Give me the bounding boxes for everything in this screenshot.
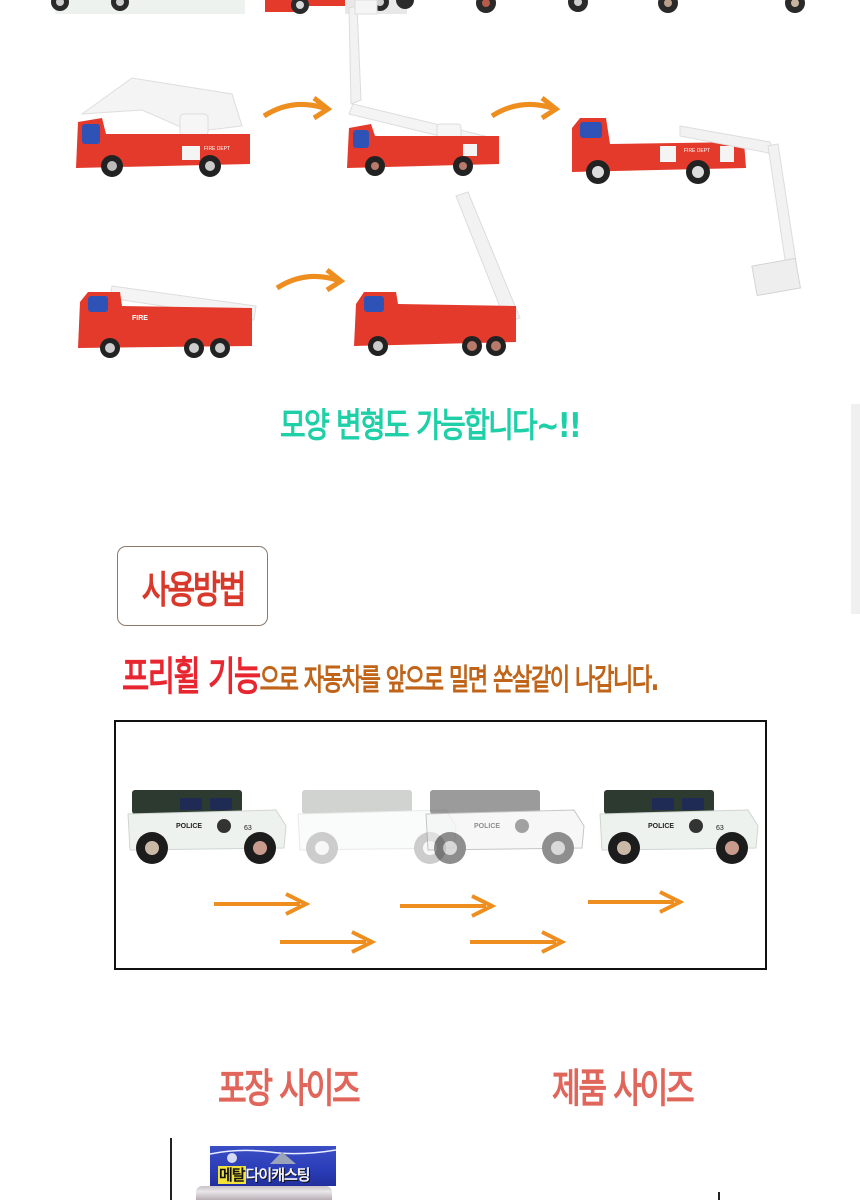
motion-arrow-icon (470, 930, 567, 954)
fire-truck-ladder-folded: FIRE (76, 282, 261, 362)
fire-truck-icon (354, 191, 521, 356)
aerial-arm-top (343, 0, 403, 110)
transform-arrow-2 (490, 94, 561, 128)
svg-text:POLICE: POLICE (474, 823, 500, 830)
freewheel-demo-box: POLICE 63 POLICE POLICE 63 (114, 720, 767, 970)
police-car-ghost-icon (297, 790, 457, 864)
police-car-icon: POLICE 63 (599, 790, 759, 864)
fire-truck-ladder-raised (352, 191, 522, 362)
curved-arrow-icon (275, 268, 346, 293)
freewheel-rest: 으로 자동차를 앞으로 밀면 쏜살같이 나갑니다. (259, 663, 660, 698)
transform-arrow-3 (275, 266, 346, 300)
svg-text:POLICE: POLICE (648, 823, 674, 830)
fire-truck-aerial-lowered: FIRE DEPT (570, 116, 820, 306)
side-scroll-strip (851, 404, 860, 614)
product-size-title: 제품 사이즈 (552, 1066, 695, 1112)
package-label: 메탈다이캐스팅 (218, 1164, 311, 1185)
svg-text:FIRE DEPT: FIRE DEPT (204, 146, 230, 152)
svg-text:FIRE: FIRE (132, 315, 148, 322)
svg-text:FIRE DEPT: FIRE DEPT (684, 148, 710, 154)
package-dimension-line (170, 1138, 172, 1200)
motion-arrow-icon (214, 892, 311, 916)
freewheel-highlight: 프리휠 기능 (122, 654, 261, 700)
package-label-rest: 다이캐스팅 (245, 1166, 311, 1184)
product-dimension-line (718, 1192, 720, 1200)
top-cropped-vehicles (0, 0, 860, 20)
fire-truck-icon: FIRE DEPT (76, 77, 250, 177)
motion-arrow-icon (280, 930, 377, 954)
package-image: 메탈다이캐스팅 (210, 1146, 336, 1186)
freewheel-description: 프리휠 기능으로 자동차를 앞으로 밀면 쏜살같이 나갑니다. (122, 644, 660, 702)
fire-truck-aerial-folded: FIRE DEPT (72, 74, 257, 184)
svg-text:POLICE: POLICE (176, 823, 202, 830)
svg-text:63: 63 (716, 825, 724, 832)
curved-arrow-icon (262, 96, 333, 121)
transform-arrow-1 (262, 94, 333, 128)
usage-title-box: 사용방법 (117, 546, 268, 626)
package-blister (196, 1186, 332, 1200)
package-art-icon (210, 1149, 336, 1164)
curved-arrow-icon (490, 96, 561, 121)
svg-text:63: 63 (244, 825, 252, 832)
police-car-icon: POLICE 63 (127, 790, 287, 864)
police-car-semi-icon: POLICE (425, 790, 585, 864)
usage-title: 사용방법 (141, 567, 246, 612)
transform-caption: 모양 변형도 가능합니다~!! (279, 406, 582, 446)
wheels-strip-icon (51, 0, 805, 14)
fire-truck-icon: FIRE DEPT (572, 118, 802, 297)
motion-arrow-icon (588, 890, 685, 914)
package-size-title: 포장 사이즈 (218, 1066, 361, 1112)
fire-truck-aerial-raised (345, 100, 505, 180)
motion-arrow-icon (400, 894, 497, 918)
fire-truck-icon: FIRE (78, 285, 257, 358)
package-label-highlight: 메탈 (218, 1166, 246, 1184)
fire-truck-icon (347, 103, 499, 176)
